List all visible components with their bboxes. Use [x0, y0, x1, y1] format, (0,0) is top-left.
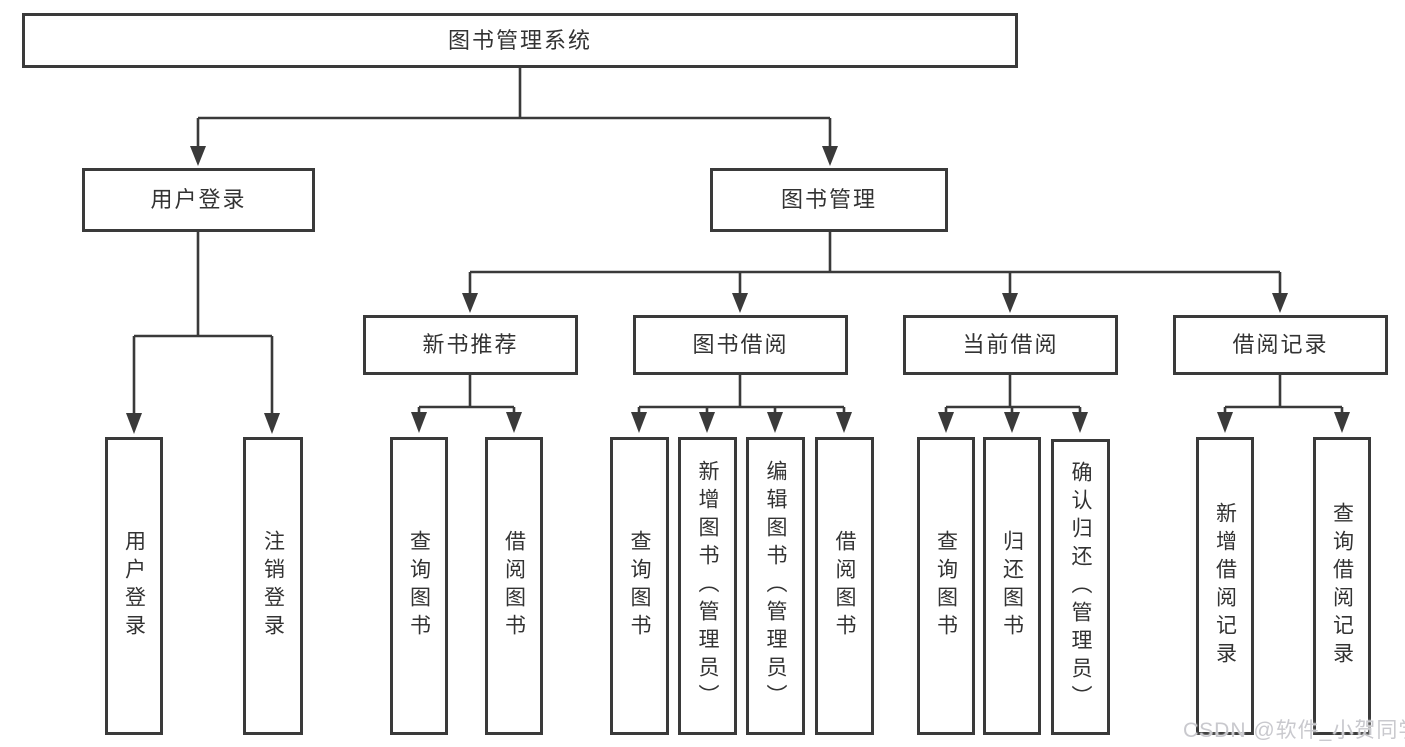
node-label: 注销登录	[261, 530, 285, 642]
leaf-add-books-admin: 新增图书（管理员）	[678, 437, 737, 735]
leaf-edit-books-admin: 编辑图书（管理员）	[746, 437, 805, 735]
node-label: 确认归还（管理员）	[1069, 461, 1092, 713]
node-label: 归还图书	[1000, 530, 1024, 642]
leaf-user-login: 用户登录	[105, 437, 163, 735]
node-root-system: 图书管理系统	[22, 13, 1018, 68]
node-label: 新书推荐	[422, 332, 519, 357]
node-label: 图书管理系统	[447, 27, 592, 53]
node-current-borrowing: 当前借阅	[903, 315, 1118, 375]
leaf-add-borrow-record: 新增借阅记录	[1196, 437, 1254, 735]
node-label: 当前借阅	[962, 332, 1059, 357]
node-book-borrowing: 图书借阅	[633, 315, 848, 375]
node-user-login: 用户登录	[82, 168, 315, 232]
node-label: 图书管理	[780, 187, 877, 212]
leaf-return-books: 归还图书	[983, 437, 1041, 735]
node-label: 编辑图书（管理员）	[764, 460, 787, 712]
leaf-borrow-books-recommend: 借阅图书	[485, 437, 543, 735]
node-label: 借阅记录	[1232, 332, 1329, 357]
leaf-query-books-recommend: 查询图书	[390, 437, 448, 735]
node-book-management: 图书管理	[710, 168, 948, 232]
node-label: 借阅图书	[833, 530, 856, 642]
leaf-query-books-borrow: 查询图书	[610, 437, 669, 735]
leaf-query-books-current: 查询图书	[917, 437, 975, 735]
node-label: 新增借阅记录	[1213, 502, 1237, 670]
node-label: 查询图书	[407, 530, 431, 642]
node-label: 查询图书	[934, 530, 958, 642]
node-label: 图书借阅	[692, 332, 789, 357]
node-borrowing-records: 借阅记录	[1173, 315, 1388, 375]
leaf-query-borrow-record: 查询借阅记录	[1313, 437, 1371, 735]
node-label: 用户登录	[122, 530, 146, 642]
leaf-borrow-books: 借阅图书	[815, 437, 874, 735]
node-new-book-recommend: 新书推荐	[363, 315, 578, 375]
leaf-logout: 注销登录	[243, 437, 303, 735]
node-label: 借阅图书	[502, 530, 526, 642]
csdn-watermark: CSDN @软件_小贺同学	[1183, 719, 1405, 742]
node-label: 用户登录	[150, 187, 247, 212]
leaf-confirm-return-admin: 确认归还（管理员）	[1051, 439, 1110, 735]
node-label: 查询借阅记录	[1330, 502, 1354, 670]
node-label: 新增图书（管理员）	[696, 460, 719, 712]
node-label: 查询图书	[628, 530, 651, 642]
